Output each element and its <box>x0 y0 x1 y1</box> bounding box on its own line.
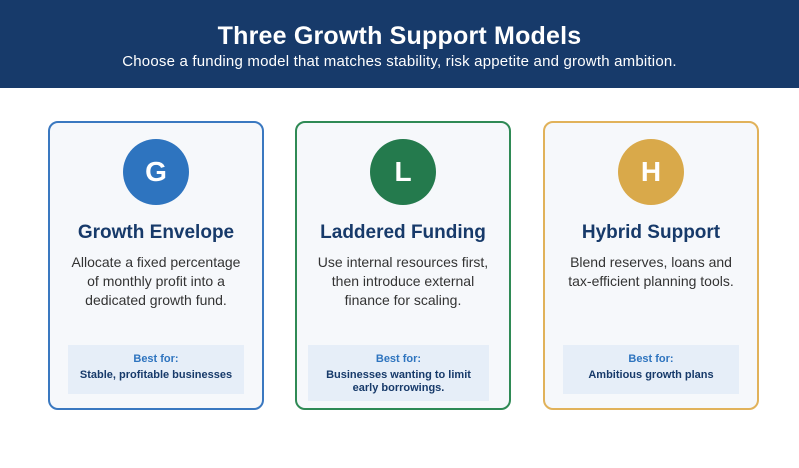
card-description: Blend reserves, loans and tax-efficient … <box>568 254 734 289</box>
best-for-box: Best for: Stable, profitable businesses <box>68 345 244 394</box>
card-title: Growth Envelope <box>77 222 235 243</box>
card-growth-envelope: G Growth Envelope Allocate a fixed perce… <box>48 121 264 410</box>
best-for-value: Stable, profitable businesses <box>79 369 233 381</box>
badge-l: L <box>370 139 436 205</box>
best-for-label: Best for: <box>628 353 674 365</box>
best-for-value: Businesses wanting to limit early borrow… <box>326 369 471 394</box>
page-title: Three Growth Support Models <box>217 22 582 50</box>
best-for-value: Ambitious growth plans <box>588 369 714 381</box>
header-banner: Three Growth Support Models Choose a fun… <box>0 0 799 88</box>
badge-h: H <box>618 139 684 205</box>
card-title: Laddered Funding <box>320 222 486 243</box>
card-description: Use internal resources first, then intro… <box>317 254 489 308</box>
card-description: Allocate a fixed percentage of monthly p… <box>71 254 241 308</box>
card-hybrid-support: H Hybrid Support Blend reserves, loans a… <box>543 121 759 410</box>
best-for-box: Best for: Ambitious growth plans <box>563 345 739 394</box>
best-for-box: Best for: Businesses wanting to limit ea… <box>308 345 489 401</box>
best-for-label: Best for: <box>133 353 179 365</box>
best-for-label: Best for: <box>375 353 422 365</box>
page-subtitle: Choose a funding model that matches stab… <box>122 53 677 70</box>
card-title: Hybrid Support <box>581 222 721 243</box>
card-laddered-funding: L Laddered Funding Use internal resource… <box>295 121 511 410</box>
badge-g: G <box>123 139 189 205</box>
